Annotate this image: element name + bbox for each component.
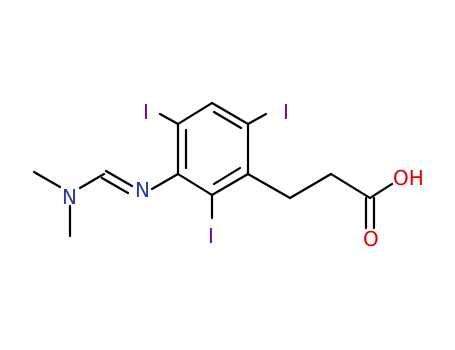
ring-bond: [176, 101, 214, 126]
hydroxyl-label: OH: [393, 166, 424, 190]
bond-c-i-top-right: [246, 112, 268, 126]
carbonyl-oxygen-label: O: [363, 227, 379, 251]
bond-ring-n-imine: [150, 172, 180, 191]
bond-c-n-amine: [78, 172, 106, 190]
ring-double-bond: [212, 166, 242, 186]
bond-n-methyl-upper: [32, 170, 62, 189]
iodine-label-top-right: I: [283, 100, 289, 124]
bond-n-c-double-b: [100, 176, 130, 195]
bond-n-c-double-a: [104, 169, 134, 188]
ring-bond: [210, 172, 250, 197]
bond-ch2-ch2: [288, 172, 333, 200]
nitrogen-amine-label: N: [62, 185, 77, 209]
iodine-label-bottom: I: [208, 224, 214, 248]
ring-bond: [176, 172, 214, 197]
ring-double-bond: [212, 110, 243, 130]
ring-bond: [210, 101, 250, 126]
nitrogen-imine-label: N: [135, 178, 150, 202]
bond-c-i-top-left: [158, 112, 180, 126]
bond-ring-ch2: [246, 172, 292, 200]
bond-c-oh: [368, 182, 394, 200]
benzene-ring: [176, 101, 250, 197]
iodine-label-top-left: I: [143, 100, 149, 124]
bond-ch2-cooh: [329, 172, 372, 200]
